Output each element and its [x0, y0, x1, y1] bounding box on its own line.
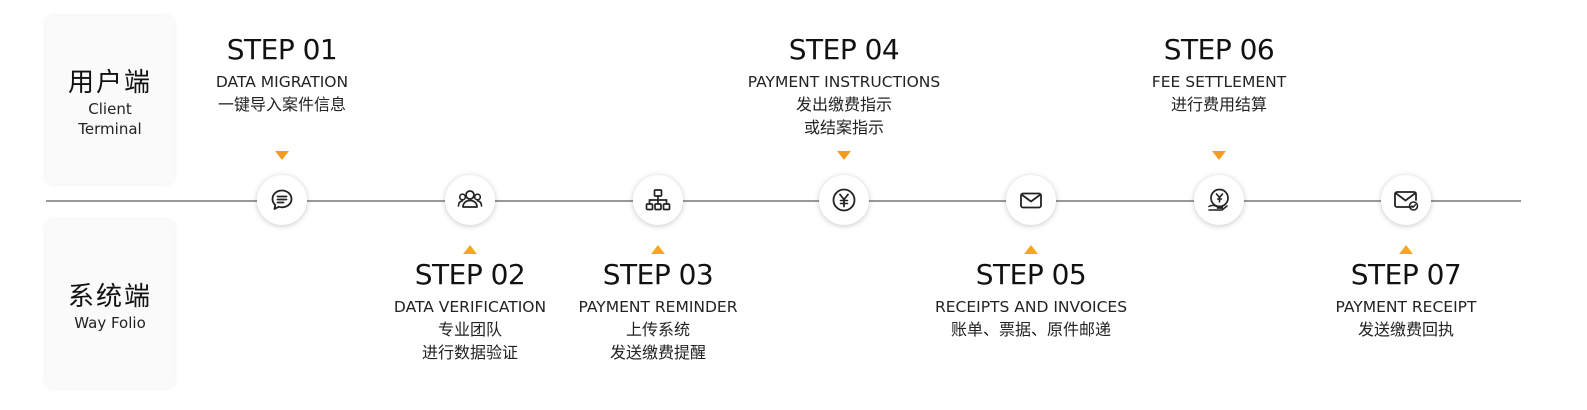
step-07-label: STEP 07 PAYMENT RECEIPT 发送缴费回执 [1276, 258, 1536, 341]
client-terminal-box: 用户端 Client Terminal [46, 16, 174, 184]
step-03-title: STEP 03 [602, 258, 714, 291]
step-02-pointer [463, 245, 477, 254]
step-01-zh-1: 一键导入案件信息 [217, 95, 346, 114]
step-01-en: DATA MIGRATION [215, 73, 349, 91]
timeline-line [46, 200, 1521, 202]
step-04-title: STEP 04 [788, 33, 900, 66]
step-04-en: PAYMENT INSTRUCTIONS [747, 73, 941, 91]
step-03-zh-1: 上传系统 [625, 320, 690, 339]
step-03-zh-2: 发送缴费提醒 [609, 343, 706, 362]
system-label-zh: 系统端 [67, 281, 152, 312]
step-07-en: PAYMENT RECEIPT [1335, 298, 1477, 316]
system-side-box: 系统端 Way Folio [46, 220, 174, 388]
mail-receipt-icon [1394, 191, 1419, 211]
step-02-node [445, 175, 495, 225]
client-label-en-1: Client [88, 99, 132, 118]
step-06-label: STEP 06 FEE SETTLEMENT 进行费用结算 [1089, 33, 1349, 116]
yen-coin-icon [832, 188, 856, 212]
yen-hand-icon [1208, 188, 1229, 211]
envelope-icon [1020, 192, 1042, 209]
client-label-zh: 用户端 [67, 67, 152, 98]
step-06-en: FEE SETTLEMENT [1151, 73, 1287, 91]
system-label-en: Way Folio [74, 313, 146, 332]
step-06-node [1194, 175, 1244, 225]
step-04-pointer [837, 151, 851, 160]
step-02-en: DATA VERIFICATION [393, 298, 547, 316]
step-04-zh-2: 或结案指示 [803, 118, 884, 137]
step-01-pointer [275, 151, 289, 160]
client-label-en-2: Terminal [78, 119, 142, 138]
step-05-pointer [1024, 245, 1038, 254]
step-05-zh-1: 账单、票据、原件邮递 [950, 320, 1111, 339]
step-03-node [633, 175, 683, 225]
step-03-label: STEP 03 PAYMENT REMINDER 上传系统 发送缴费提醒 [528, 258, 788, 364]
step-03-pointer [651, 245, 665, 254]
hierarchy-icon [645, 189, 671, 211]
step-02-zh-1: 专业团队 [437, 320, 502, 339]
step-04-label: STEP 04 PAYMENT INSTRUCTIONS 发出缴费指示 或结案指… [714, 33, 974, 139]
step-06-title: STEP 06 [1163, 33, 1275, 66]
step-06-pointer [1212, 151, 1226, 160]
step-07-title: STEP 07 [1350, 258, 1462, 291]
step-01-title: STEP 01 [226, 33, 338, 66]
step-07-node [1381, 175, 1431, 225]
step-04-node [819, 175, 869, 225]
chat-bubble-icon [271, 189, 293, 210]
step-05-title: STEP 05 [975, 258, 1087, 291]
step-01-node [257, 175, 307, 225]
step-05-node [1006, 175, 1056, 225]
step-04-zh-1: 发出缴费指示 [795, 95, 892, 114]
step-03-en: PAYMENT REMINDER [578, 298, 738, 316]
step-07-pointer [1399, 245, 1413, 254]
step-02-title: STEP 02 [414, 258, 526, 291]
step-07-zh-1: 发送缴费回执 [1357, 320, 1454, 339]
step-06-zh-1: 进行费用结算 [1170, 95, 1267, 114]
step-05-label: STEP 05 RECEIPTS AND INVOICES 账单、票据、原件邮递 [901, 258, 1161, 341]
step-02-label: STEP 02 DATA VERIFICATION 专业团队 进行数据验证 [340, 258, 600, 364]
step-02-zh-2: 进行数据验证 [421, 343, 518, 362]
step-01-label: STEP 01 DATA MIGRATION 一键导入案件信息 [152, 33, 412, 116]
team-icon [457, 190, 483, 208]
step-05-en: RECEIPTS AND INVOICES [934, 298, 1128, 316]
